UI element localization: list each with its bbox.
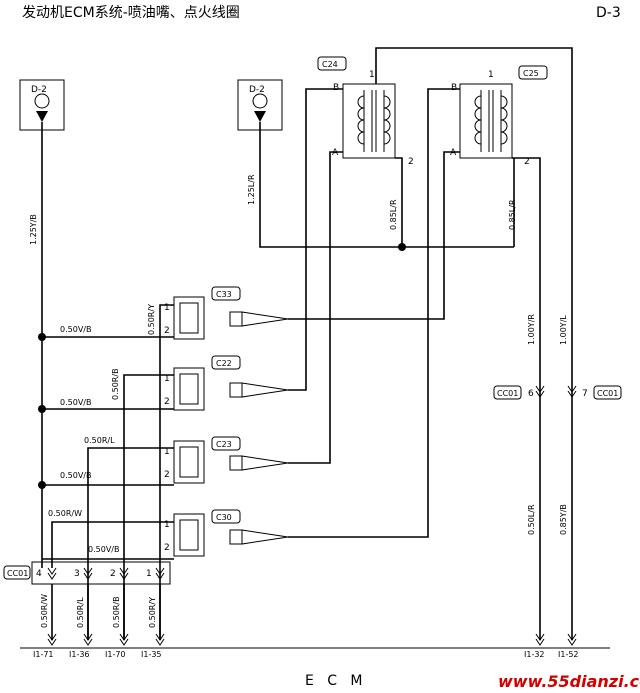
wire-label-coil2-out: 0.85L/R bbox=[508, 199, 517, 230]
wire-sig-3 bbox=[87, 447, 174, 640]
cc01-right-6-name: CC01 bbox=[497, 389, 518, 398]
cc01-left-pin-3: 3 bbox=[74, 569, 80, 579]
ecm-pin-6: I1-52 bbox=[558, 650, 579, 659]
cc01-left-name: CC01 bbox=[7, 569, 28, 578]
wire-coil-c24-pinA bbox=[288, 151, 343, 464]
page-code: D-3 bbox=[596, 5, 621, 21]
wire-coil-c25-pin2 bbox=[512, 157, 541, 640]
splice-feed-2 bbox=[38, 405, 46, 413]
injector-c23-pin-1: 1 bbox=[164, 447, 170, 457]
wire-label-bottom-1: 0.50R/W bbox=[40, 594, 49, 628]
wire-label-coil1-out: 0.85L/R bbox=[389, 199, 398, 230]
wire-coil-c24-pin1 bbox=[375, 47, 573, 640]
coil-c25-pin-2: 2 bbox=[524, 157, 530, 167]
wire-label-inj-feed-4: 0.50V/B bbox=[88, 545, 119, 554]
splice-feed-1 bbox=[38, 333, 46, 341]
wire-label-coil-sig-1: 1.00Y/R bbox=[527, 314, 536, 345]
connector-cc01-right-6: CC01 6 bbox=[493, 385, 545, 400]
coil-c24-pin-a: A bbox=[332, 148, 339, 158]
wire-ground-coil bbox=[259, 122, 514, 248]
coil-connector-c24: C24 bbox=[322, 60, 338, 69]
cc01-left-pin-4: 4 bbox=[36, 569, 42, 579]
injector-c30-pin-1: 1 bbox=[164, 520, 170, 530]
wire-label-bottom-2: 0.50R/L bbox=[76, 597, 85, 628]
wire-label-inj-feed-1: 0.50V/B bbox=[60, 325, 91, 334]
watermark: www.55dianzi.com bbox=[498, 672, 640, 691]
wire-sig-4 bbox=[51, 521, 174, 568]
injector-c33-pin-1: 1 bbox=[164, 303, 170, 313]
ecm-pin-2: I1-36 bbox=[69, 650, 90, 659]
injector-c22-pin-1: 1 bbox=[164, 374, 170, 384]
splice-feed-3 bbox=[38, 481, 46, 489]
ecm-pin-5: I1-32 bbox=[524, 650, 545, 659]
coil-c25-pin-a: A bbox=[450, 148, 457, 158]
wire-label-inj-feed-3: 0.50V/B bbox=[60, 471, 91, 480]
injector-c30: C30 1 2 bbox=[164, 509, 289, 557]
wire-coil-c25-pinA bbox=[288, 151, 460, 320]
wire-label-ground-main: 1.25Y/B bbox=[29, 214, 38, 245]
wire-label-coil-sig-2: 1.00Y/L bbox=[559, 315, 568, 345]
injector-c33: C33 1 2 bbox=[164, 286, 289, 340]
coil-c25-pin-b: B bbox=[451, 83, 457, 93]
cc01-right-7-name: CC01 bbox=[597, 389, 618, 398]
wire-coil-c24-pin2 bbox=[395, 157, 403, 247]
ignition-coil-c24: C24 B 1 A 2 bbox=[317, 56, 414, 167]
ecm-pin-1: I1-71 bbox=[33, 650, 54, 659]
wire-sig-1 bbox=[159, 304, 174, 640]
ground-code-right: D-2 bbox=[249, 85, 265, 95]
wire-label-sig-3: 0.50R/L bbox=[84, 436, 115, 445]
cc01-right-6-pin: 6 bbox=[528, 389, 534, 399]
ecm-pin-3: I1-70 bbox=[105, 650, 126, 659]
wire-label-sig-4: 0.50R/W bbox=[48, 509, 82, 518]
coil-c24-pin-1: 1 bbox=[369, 70, 375, 80]
injector-c33-pin-2: 2 bbox=[164, 326, 170, 336]
wire-coil-c25-pinB bbox=[288, 88, 460, 538]
wire-coil-c24-pinB bbox=[288, 88, 343, 391]
injector-c22-pin-2: 2 bbox=[164, 397, 170, 407]
wire-label-inj-feed-2: 0.50V/B bbox=[60, 398, 91, 407]
wire-label-bottom-5: 0.50L/R bbox=[527, 504, 536, 535]
injector-connector-c33: C33 bbox=[216, 290, 232, 299]
wire-label-bottom-3: 0.50R/B bbox=[112, 596, 121, 628]
wire-label-bottom-4: 0.50R/Y bbox=[148, 597, 157, 628]
cc01-left-pin-2: 2 bbox=[110, 569, 116, 579]
wire-sig-2 bbox=[123, 374, 174, 640]
diagram-title: 发动机ECM系统-喷油嘴、点火线圈 bbox=[22, 5, 240, 21]
injector-connector-c30: C30 bbox=[216, 513, 232, 522]
wire-label-sig-1: 0.50R/Y bbox=[147, 304, 156, 335]
injector-connector-c23: C23 bbox=[216, 440, 232, 449]
wire-label-sig-2: 0.50R/B bbox=[111, 368, 120, 400]
cc01-right-7-pin: 7 bbox=[582, 389, 588, 399]
coil-c24-pin-2: 2 bbox=[408, 157, 414, 167]
connector-cc01-right-7: CC01 7 bbox=[567, 385, 622, 400]
ecm-label: E C M bbox=[305, 673, 362, 689]
coil-c24-pin-b: B bbox=[333, 83, 339, 93]
ground-code-left: D-2 bbox=[31, 85, 47, 95]
injector-c30-pin-2: 2 bbox=[164, 543, 170, 553]
injector-c23: C23 1 2 bbox=[164, 436, 289, 484]
cc01-left-pin-1: 1 bbox=[146, 569, 152, 579]
injector-c23-pin-2: 2 bbox=[164, 470, 170, 480]
ecm-terminals bbox=[47, 633, 577, 646]
coil-connector-c25: C25 bbox=[523, 69, 539, 78]
connector-cc01-left: CC01 4 3 2 1 bbox=[3, 561, 171, 585]
wire-label-bottom-6: 0.85Y/B bbox=[559, 504, 568, 535]
wire-label-ground-coil: 1.25L/R bbox=[247, 174, 256, 205]
ecm-pin-4: I1-35 bbox=[141, 650, 162, 659]
injector-connector-c22: C22 bbox=[216, 359, 232, 368]
ignition-coil-c25: C25 B 1 A 2 bbox=[450, 65, 548, 167]
injector-c22: C22 1 2 bbox=[164, 355, 289, 411]
coil-c25-pin-1: 1 bbox=[488, 70, 494, 80]
